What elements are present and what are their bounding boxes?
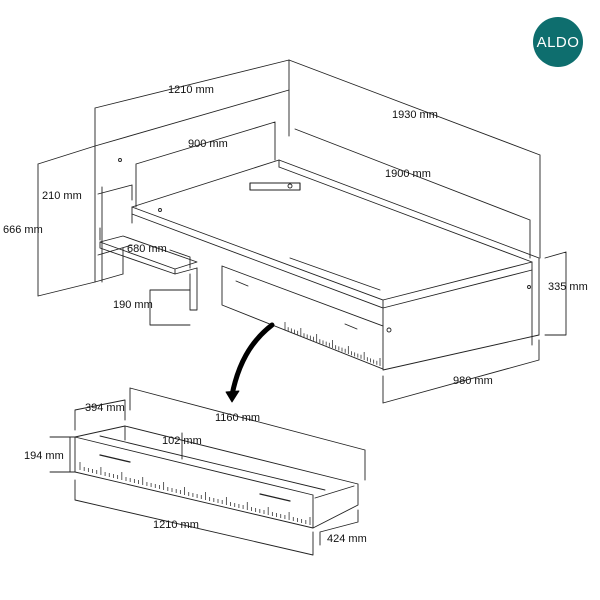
dim-drawer-inner-length: 1160 mm bbox=[215, 412, 260, 424]
headboard-panel bbox=[94, 89, 290, 283]
dim-drawer-length: 1210 mm bbox=[153, 519, 199, 531]
dim-drawer-height: 194 mm bbox=[24, 450, 64, 462]
drawer-front bbox=[74, 436, 314, 529]
bed-side-panel bbox=[278, 159, 540, 346]
dim-drawer-width: 424 mm bbox=[327, 533, 367, 545]
drawer-ruler bbox=[79, 462, 311, 525]
dim-inner-length: 1900 mm bbox=[385, 168, 431, 180]
bed-drawer bbox=[221, 257, 384, 370]
dim-drawer-depth: 394 mm bbox=[85, 402, 125, 414]
dim-headboard-step: 210 mm bbox=[42, 190, 82, 202]
dim-shelf-length: 680 mm bbox=[127, 243, 167, 255]
curved-arrow bbox=[229, 322, 275, 398]
bed-drawer-ruler bbox=[284, 322, 381, 366]
dim-bed-depth: 980 mm bbox=[453, 375, 493, 387]
dim-headboard-height: 666 mm bbox=[3, 224, 43, 236]
dim-bed-length: 1930 mm bbox=[392, 109, 438, 121]
aldo-logo: ALDO bbox=[533, 17, 583, 67]
bed-front-panel bbox=[382, 261, 540, 371]
dim-bed-total-width: 1210 mm bbox=[168, 84, 214, 96]
logo-text: ALDO bbox=[536, 33, 580, 51]
dim-inner-width: 900 mm bbox=[188, 138, 228, 150]
bed-rear-panel bbox=[131, 159, 280, 224]
dim-side-height: 335 mm bbox=[548, 281, 588, 293]
dim-drawer-inner-height: 102 mm bbox=[162, 435, 202, 447]
shelf bbox=[99, 235, 198, 275]
dim-shelf-height: 190 mm bbox=[113, 299, 153, 311]
